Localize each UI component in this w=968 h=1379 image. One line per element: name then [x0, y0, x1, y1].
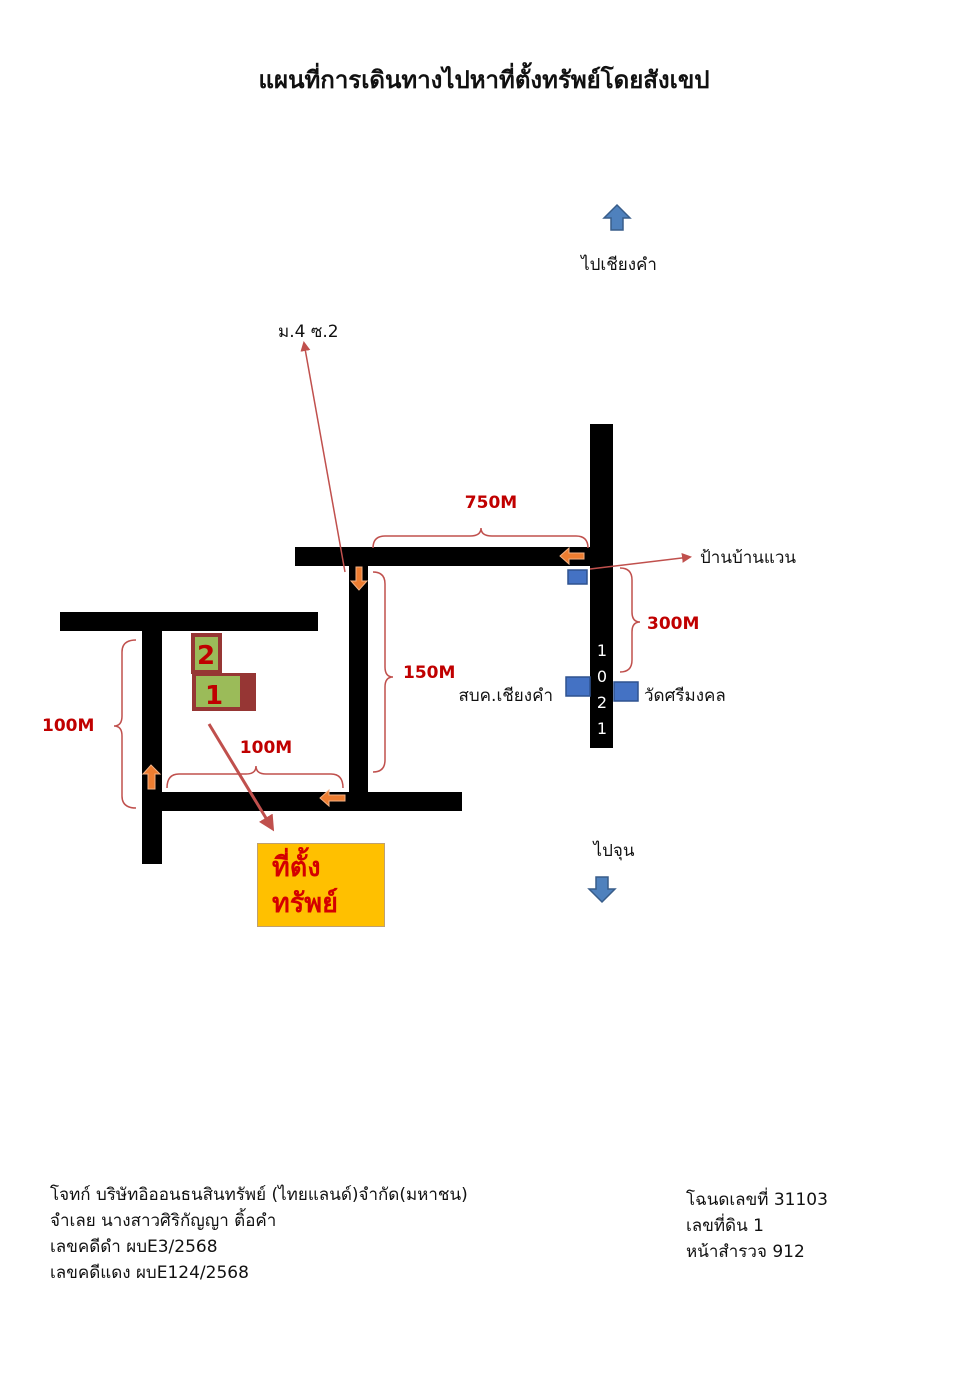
destination-line-1: ที่ตั้ง: [272, 852, 321, 883]
bracket-300: [619, 567, 641, 673]
bracket-750: [372, 527, 589, 549]
landmark-temple-icon: [613, 681, 639, 702]
arrow-left-icon: [559, 546, 585, 566]
police-label: สบค.เชียงคำ: [459, 686, 553, 706]
road-1021: [590, 424, 613, 748]
case-info: โจทก์ บริษัทอิออนธนสินทรัพย์ (ไทยแลนด์)จ…: [50, 1182, 468, 1286]
svg-text:1: 1: [205, 681, 223, 711]
bracket-150: [372, 571, 394, 773]
svg-text:2: 2: [197, 641, 215, 671]
ban-waen-pointer: [589, 552, 692, 570]
to-north-label: ไปเชียงคำ: [579, 254, 657, 275]
arrow-left-icon: [319, 788, 346, 808]
moo-soi-label: ม.4 ซ.2: [278, 322, 339, 342]
landmark-police-icon: [565, 676, 591, 697]
distance-300: 300M: [647, 614, 699, 634]
svg-text:1: 1: [597, 719, 607, 738]
land-number: เลขที่ดิน 1: [686, 1216, 764, 1236]
road-number-1021: 1 0 2 1: [597, 641, 607, 738]
distance-100-vertical: 100M: [42, 716, 94, 736]
destination-pointer: [207, 723, 275, 832]
deed-number: โฉนดเลขที่ 31103: [686, 1190, 828, 1210]
roads: [60, 424, 613, 864]
defendant-line: จำเลย นางสาวศิริกัญญา ติ้อคำ: [50, 1211, 277, 1231]
bracket-100-vertical: [113, 639, 137, 809]
deed-info: โฉนดเลขที่ 31103 เลขที่ดิน 1 หน้าสำรวจ 9…: [686, 1187, 828, 1265]
to-south-label: ไปจุน: [592, 840, 635, 861]
distance-100-horizontal: 100M: [240, 738, 292, 758]
destination-line-2: ทรัพย์: [272, 888, 338, 919]
svg-text:2: 2: [597, 693, 607, 712]
destination-box: ที่ตั้ง ทรัพย์: [257, 843, 385, 927]
south-arrow-icon: [587, 876, 617, 904]
red-case-number: เลขคดีแดง ผบE124/2568: [50, 1263, 249, 1283]
north-arrow-icon: [602, 203, 632, 231]
plot-2: 2: [191, 633, 222, 674]
arrow-up-icon: [141, 764, 162, 790]
distance-150: 150M: [403, 663, 455, 683]
arrow-down-icon: [349, 566, 369, 591]
moo-soi-pointer: [300, 341, 346, 573]
bracket-100-horizontal: [166, 765, 344, 789]
page-title: แผนที่การเดินทางไปหาที่ตั้งทรัพย์โดยสังเ…: [258, 66, 710, 94]
distance-brackets: [113, 527, 641, 809]
svg-text:0: 0: [597, 667, 607, 686]
svg-text:1: 1: [597, 641, 607, 660]
plot-1: 1: [192, 673, 256, 711]
road-left-vertical: [142, 628, 162, 864]
ban-waen-label: ป้านบ้านแวน: [700, 548, 796, 568]
road-lower-horizontal: [142, 792, 462, 811]
temple-label: วัดศรีมงคล: [644, 686, 726, 706]
landmark-ban-waen-icon: [567, 569, 588, 585]
survey-page: หน้าสำรวจ 912: [686, 1242, 805, 1262]
black-case-number: เลขคดีดำ ผบE3/2568: [50, 1237, 218, 1257]
road-left-horizontal: [60, 612, 318, 631]
plaintiff-line: โจทก์ บริษัทอิออนธนสินทรัพย์ (ไทยแลนด์)จ…: [50, 1185, 468, 1205]
distance-750: 750M: [465, 493, 517, 513]
road-upper-horizontal: [295, 547, 592, 566]
road-middle-vertical: [349, 565, 368, 793]
